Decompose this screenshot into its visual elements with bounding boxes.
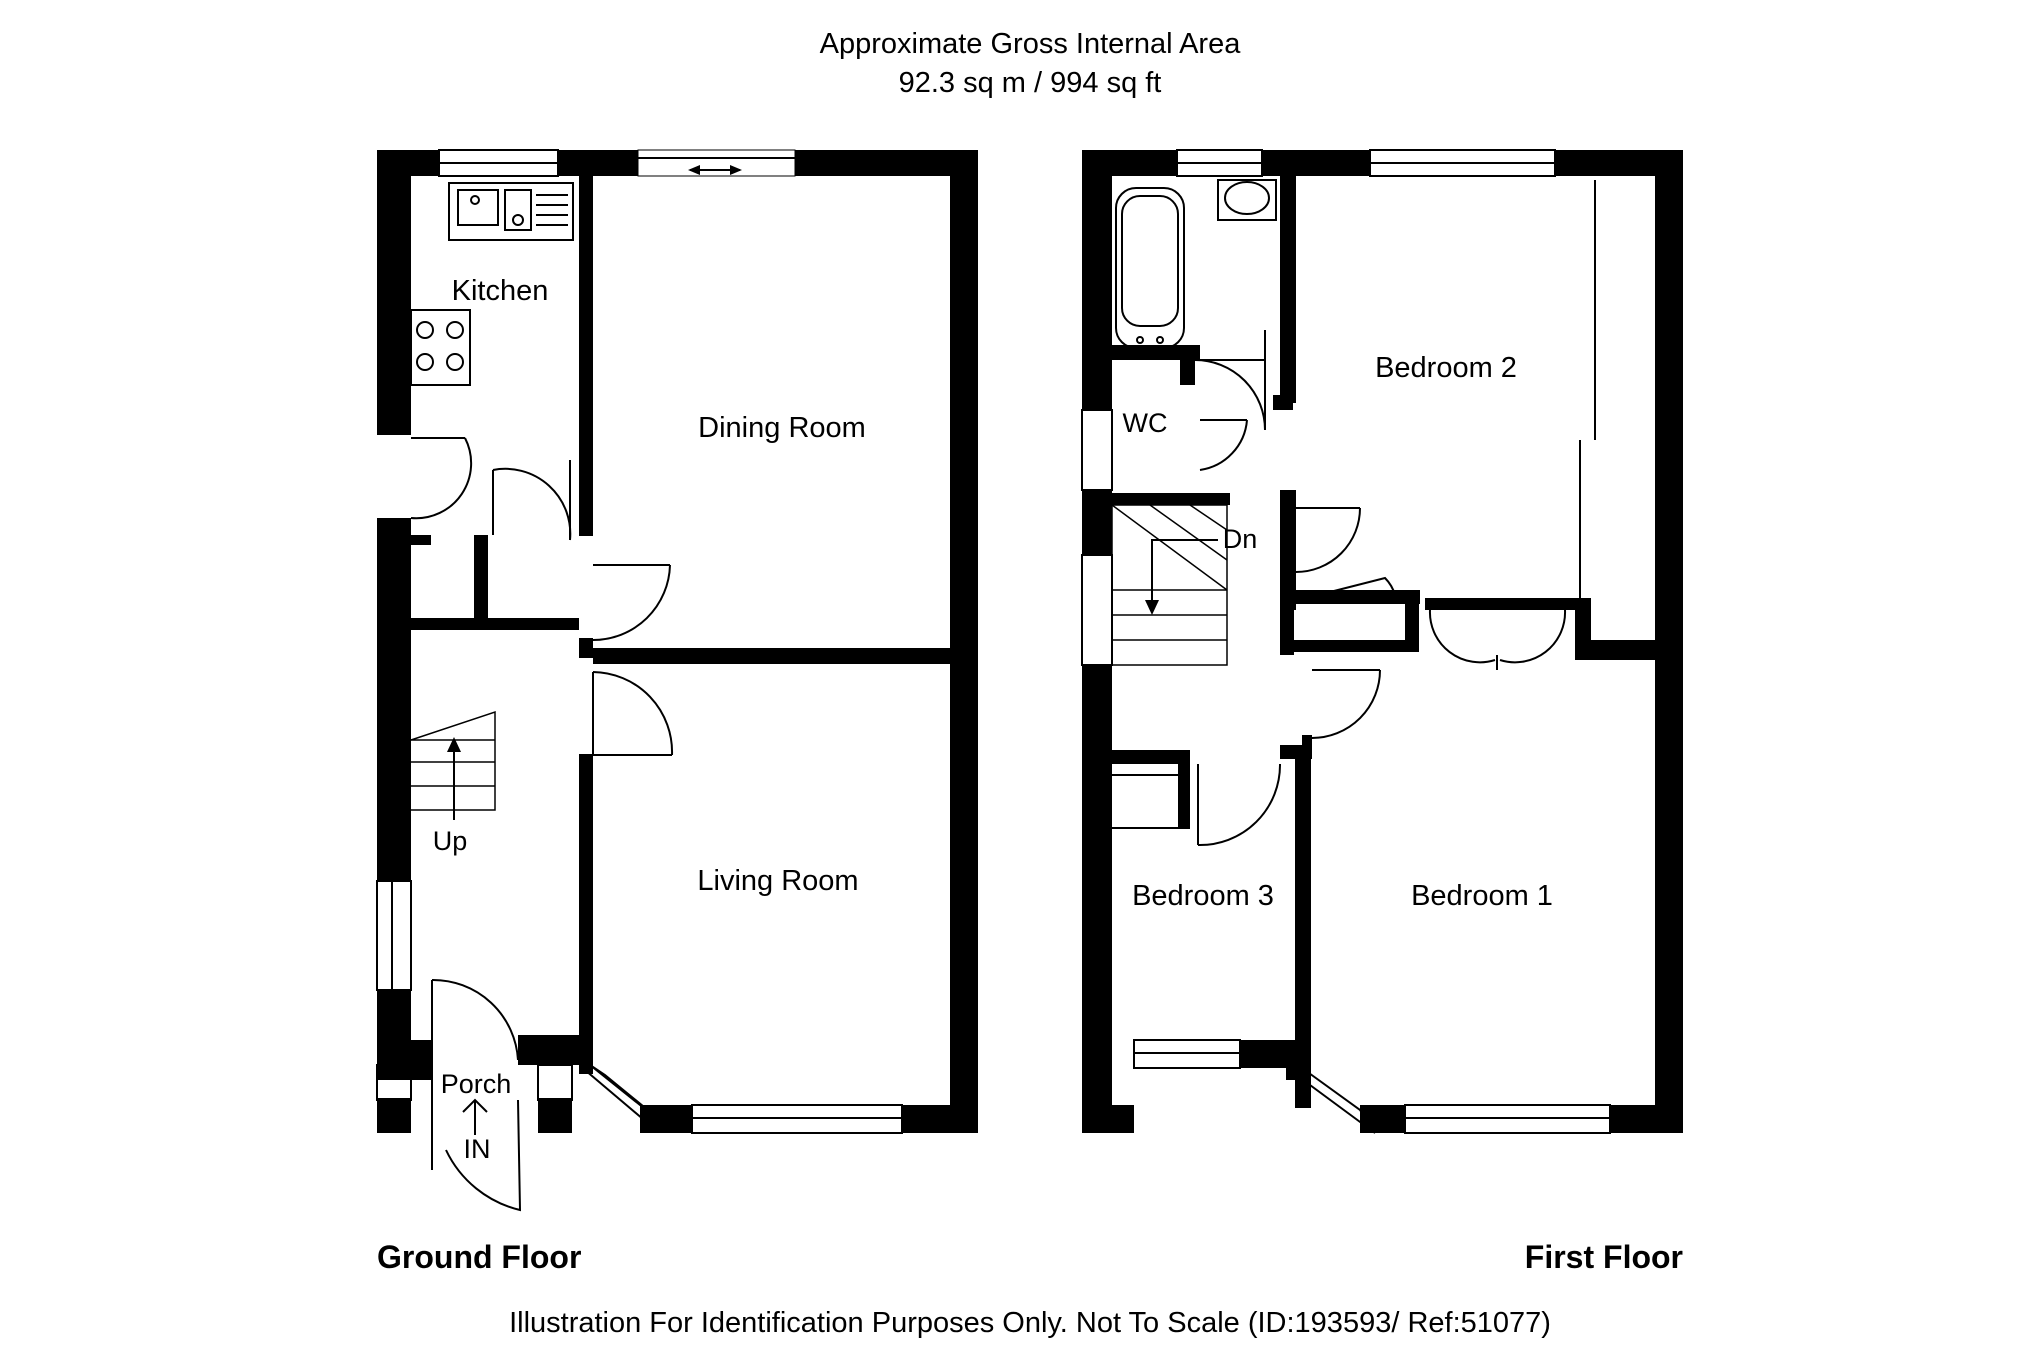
stairs-up-label: Up — [433, 826, 468, 856]
room-label-bedroom2: Bedroom 2 — [1375, 352, 1517, 384]
room-label-bedroom1: Bedroom 1 — [1411, 880, 1553, 912]
first-floor-stairs — [1111, 504, 1228, 666]
room-label-kitchen: Kitchen — [452, 275, 549, 307]
room-label-wc: WC — [1123, 408, 1168, 438]
ground-stairs — [410, 710, 496, 820]
room-label-porch: Porch — [441, 1069, 512, 1099]
entrance-arrow-icon — [462, 1098, 488, 1135]
entrance-label: IN — [464, 1134, 491, 1164]
area-title: Approximate Gross Internal Area — [820, 28, 1242, 60]
area-value: 92.3 sq m / 994 sq ft — [899, 67, 1162, 99]
disclaimer-text: Illustration For Identification Purposes… — [509, 1307, 1551, 1339]
ground-floor-plan — [377, 150, 978, 1133]
stairs-down-label: Dn — [1223, 524, 1258, 554]
room-label-dining: Dining Room — [698, 412, 866, 444]
bath-icon — [1115, 187, 1185, 349]
room-label-living: Living Room — [697, 865, 858, 897]
hob-icon — [410, 309, 471, 386]
first-floor-title: First Floor — [1525, 1239, 1683, 1275]
stairs-up-arrow — [447, 737, 461, 752]
sink-icon — [448, 182, 574, 241]
stairs-down-arrow — [1145, 600, 1159, 615]
ground-floor-title: Ground Floor — [377, 1239, 581, 1275]
first-floor-plan — [1082, 150, 1683, 1133]
room-label-bedroom3: Bedroom 3 — [1132, 880, 1274, 912]
basin-icon — [1224, 181, 1270, 215]
